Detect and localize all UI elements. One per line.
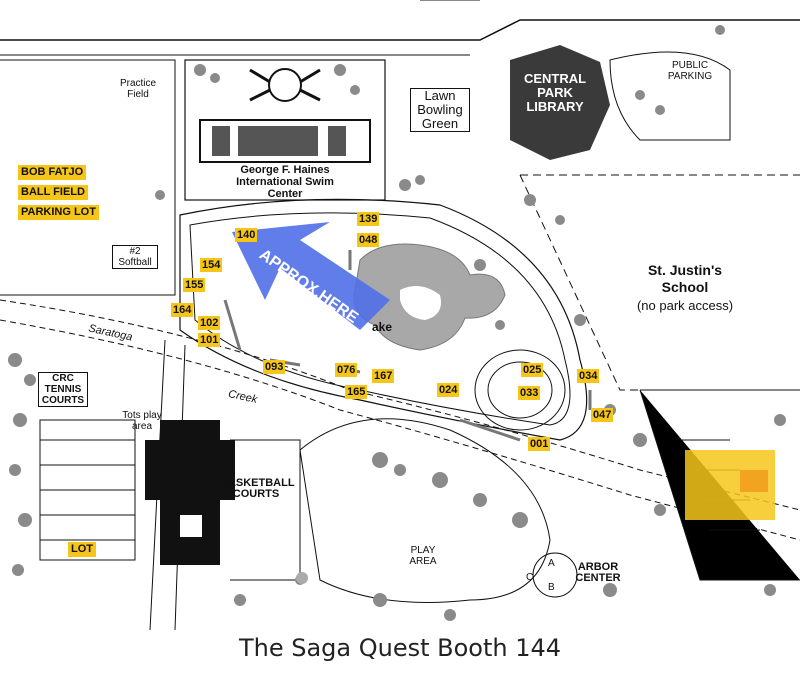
lot-label: LOT <box>68 542 96 557</box>
booth-034[interactable]: 034 <box>577 369 600 383</box>
swim-center-label-2: International Swim <box>236 176 334 188</box>
booth-047[interactable]: 047 <box>591 408 614 422</box>
booth-140[interactable]: 140 <box>235 228 258 242</box>
booth-139[interactable]: 139 <box>357 212 380 226</box>
arbor-a-label: A <box>548 558 555 569</box>
st-justins-label-3: (no park access) <box>636 298 734 313</box>
arbor-c-label: C <box>526 572 534 583</box>
booth-102[interactable]: 102 <box>198 316 221 330</box>
swim-center-label-1: George F. Haines <box>240 164 330 176</box>
st-justins-label-1: St. Justin's <box>647 262 723 278</box>
public-parking-label: PUBLIC PARKING <box>667 60 713 82</box>
tots-play-area-label: Tots play area <box>122 410 162 432</box>
booth-165[interactable]: 165 <box>345 385 368 399</box>
map-caption: The Saga Quest Booth 144 <box>238 634 562 662</box>
basketball-label: BASKETBALL COURTS <box>220 477 295 500</box>
booth-155[interactable]: 155 <box>183 278 206 292</box>
lawn-bowling-label: Lawn Bowling Green <box>410 88 470 132</box>
booth-024[interactable]: 024 <box>437 383 460 397</box>
booth-048[interactable]: 048 <box>357 233 380 247</box>
bob-fatjo-label-3: PARKING LOT <box>18 205 99 220</box>
softball-label: #2 Softball <box>112 245 158 269</box>
library-label-1: CENTRAL <box>523 71 587 86</box>
st-justins-label-2: School <box>661 279 709 295</box>
booth-154[interactable]: 154 <box>200 258 223 272</box>
booth-033[interactable]: 033 <box>518 386 541 400</box>
library-label-3: LIBRARY <box>526 99 584 114</box>
booth-076[interactable]: 076 <box>335 363 358 377</box>
crc-tennis-label: CRC TENNIS COURTS <box>38 372 88 407</box>
arbor-b-label: B <box>548 582 555 593</box>
booth-164[interactable]: 164 <box>171 303 194 317</box>
play-area-label: PLAY AREA <box>409 545 437 567</box>
lake-label: ake <box>372 320 393 334</box>
booth-167[interactable]: 167 <box>372 369 395 383</box>
booth-025[interactable]: 025 <box>521 363 544 377</box>
booth-101[interactable]: 101 <box>198 333 221 347</box>
bob-fatjo-label-2: BALL FIELD <box>18 185 88 200</box>
arbor-center-label: ARBOR CENTER <box>575 561 621 584</box>
booth-093[interactable]: 093 <box>263 360 286 374</box>
library-label-2: PARK <box>537 85 573 100</box>
swim-center-label-3: Center <box>267 188 303 200</box>
bob-fatjo-label-1: BOB FATJO <box>18 165 87 180</box>
booth-001[interactable]: 001 <box>528 437 551 451</box>
practice-field-label: Practice Field <box>119 78 157 100</box>
